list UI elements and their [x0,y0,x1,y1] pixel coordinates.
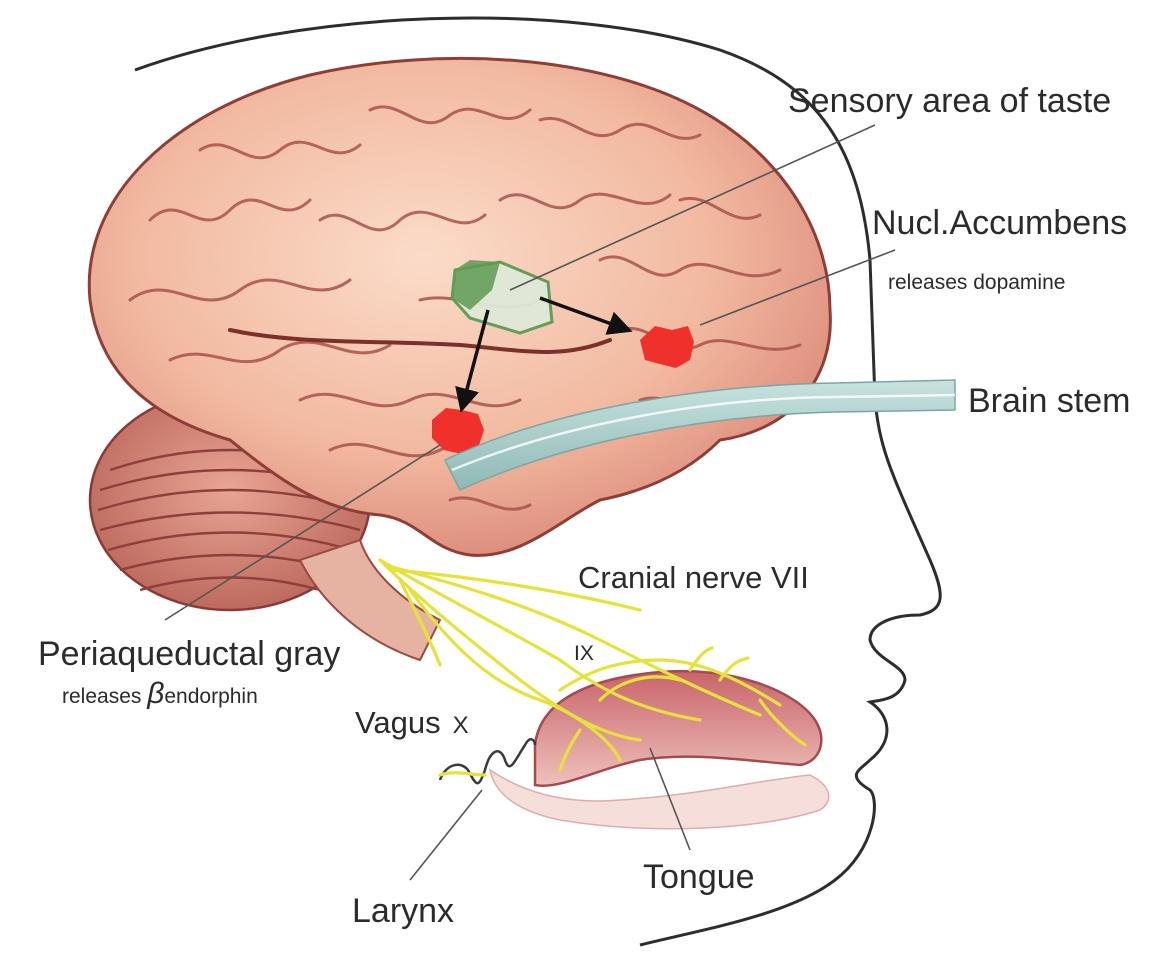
tongue-shape [535,671,821,786]
label-endorphin-suffix: endorphin [164,685,257,708]
label-releases-prefix: releases [62,685,147,708]
label-ix: IX [574,642,594,665]
label-brain-stem: Brain stem [968,382,1131,420]
label-releases-dopamine: releases dopamine [888,271,1065,294]
leader-larynx [410,790,482,880]
label-vagus-word: Vagus [355,705,441,740]
label-sensory-area: Sensory area of taste [788,82,1111,120]
label-periaqueductal: Periaqueductal gray [38,635,340,673]
label-releases-endorphin: releases βendorphin [62,677,258,710]
larynx-shape [440,739,535,783]
label-larynx: Larynx [352,892,454,930]
label-vagus: Vagus X [355,705,469,740]
label-vagus-numeral: X [453,712,469,739]
label-tongue: Tongue [643,858,755,896]
beta-symbol: β [146,677,164,710]
label-nucl-accumbens: Nucl.Accumbens [872,204,1127,242]
label-cranial-nerve: Cranial nerve VII [578,560,809,595]
